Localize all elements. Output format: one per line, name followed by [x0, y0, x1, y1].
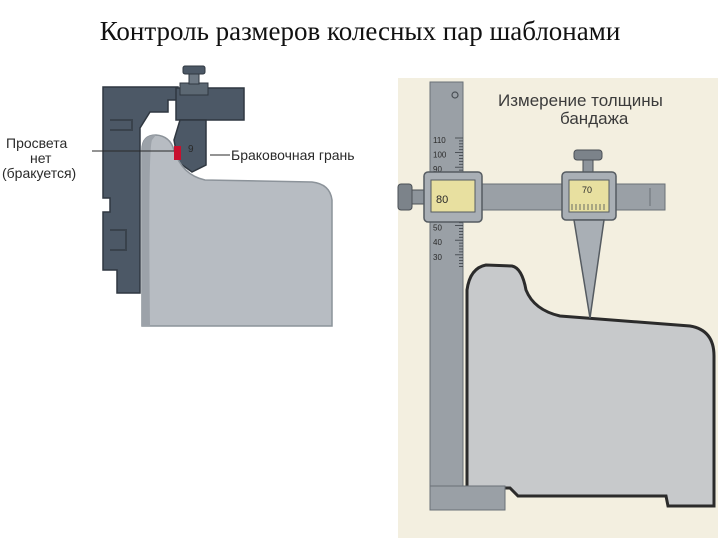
wheel-profile-shadow: [142, 135, 156, 326]
template-body: [102, 86, 179, 294]
vertical-scale-bar: [429, 81, 464, 511]
edge-label: Браковочная грань: [231, 147, 355, 163]
reject-edge-marker: [174, 146, 181, 160]
gap-label-line1: Просвета: [6, 135, 67, 151]
measuring-slider-window-value: 70: [582, 185, 592, 195]
main-slider-window-value: 80: [436, 194, 448, 206]
measuring-needle: [573, 219, 605, 319]
tire-profile: [465, 263, 716, 508]
left-figure: 9 Просвета нет (бракуется) Браковочная г…: [2, 65, 355, 327]
right-figure-title-line2: бандажа: [560, 109, 629, 128]
right-figure: Измерение толщины бандажа 11010090807060…: [397, 78, 718, 538]
scale-tick-label: 30: [433, 253, 442, 262]
gap-label-line3: (бракуется): [2, 165, 76, 181]
scale-tick-label: 110: [433, 136, 446, 145]
scale-tick-label: 90: [433, 165, 442, 174]
scale-tick-label: 100: [433, 151, 447, 160]
gap-label-line2: нет: [30, 150, 52, 166]
knob-housing: [179, 82, 209, 96]
scale-bar-foot: [429, 485, 506, 511]
left-clamp-knob: [397, 183, 413, 211]
slider-knob-head: [573, 149, 603, 161]
knob-head: [182, 65, 206, 75]
template-jaw: [173, 119, 207, 173]
template-notch: [110, 119, 133, 251]
scale-tick-label: 50: [433, 224, 442, 233]
slider-vernier-ticks: [571, 204, 605, 210]
main-slider-window: [430, 179, 476, 213]
gauge-mark: 9: [188, 144, 194, 155]
scale-bar-pin: [451, 91, 459, 99]
wheel-profile-left: [141, 134, 333, 327]
slide-title: Контроль размеров колесных пар шаблонами: [99, 16, 621, 46]
scale-tick-label: 40: [433, 238, 442, 247]
right-figure-title-line1: Измерение толщины: [498, 91, 663, 110]
